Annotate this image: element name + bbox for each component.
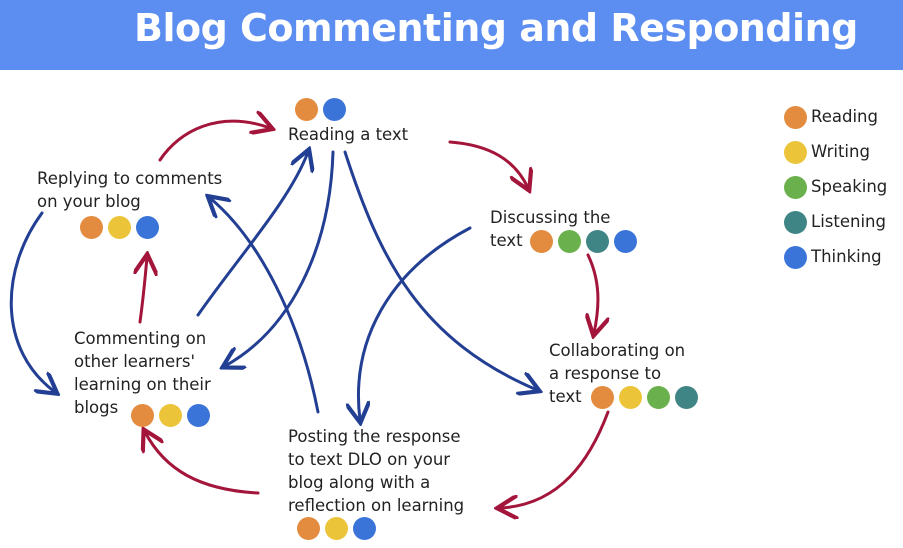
- thinking-skill-dot: [353, 517, 376, 540]
- arrow-replying-to-reading: [158, 121, 270, 162]
- title-banner: Blog Commenting and Responding: [0, 0, 903, 70]
- reading-skill-dot: [530, 230, 553, 253]
- arrow-commenting-to-replying: [140, 257, 147, 324]
- writing-skill-dot: [619, 386, 642, 409]
- listening-skill-dot: [586, 230, 609, 253]
- page-title: Blog Commenting and Responding: [134, 6, 858, 50]
- node-posting-line: Posting the response: [288, 427, 461, 446]
- node-discussing-line: text: [490, 231, 523, 250]
- skill-dots-collaborating: [591, 386, 703, 409]
- writing-skill-dot: [108, 216, 131, 239]
- thinking-skill-dot: [136, 216, 159, 239]
- legend-label-thinking: Thinking: [811, 247, 882, 266]
- legend-dot-writing: [784, 141, 807, 164]
- thinking-skill-dot: [187, 404, 210, 427]
- reading-skill-dot: [297, 517, 320, 540]
- node-replying-to-comments: Replying to comments on your blog: [37, 167, 222, 213]
- node-posting-line: blog along with a: [288, 473, 431, 492]
- reading-skill-dot: [591, 386, 614, 409]
- legend-label-writing: Writing: [811, 142, 870, 161]
- node-replying-line: on your blog: [37, 192, 141, 211]
- legend-dot-listening: [784, 211, 807, 234]
- skill-dots-discussing: [530, 230, 642, 253]
- arrow-posting-to-replying: [210, 198, 320, 414]
- node-posting-the-response: Posting the response to text DLO on your…: [288, 425, 464, 517]
- legend-label-reading: Reading: [811, 107, 878, 126]
- node-collaborating-line: Collaborating on: [549, 341, 686, 360]
- thinking-skill-dot: [614, 230, 637, 253]
- arrow-reading-to-commenting: [225, 150, 335, 366]
- reading-skill-dot: [295, 98, 318, 121]
- skill-dots-commenting: [131, 404, 215, 427]
- node-commenting-line: Commenting on: [74, 329, 207, 348]
- speaking-skill-dot: [647, 386, 670, 409]
- thinking-skill-dot: [323, 98, 346, 121]
- node-reading-line: Reading a text: [288, 125, 409, 144]
- arrow-commenting-to-reading: [196, 152, 308, 317]
- node-commenting-line: other learners': [74, 352, 196, 371]
- legend-dot-reading: [784, 106, 807, 129]
- node-collaborating-line: a response to: [549, 364, 662, 383]
- node-collaborating-line: text: [549, 387, 582, 406]
- writing-skill-dot: [159, 404, 182, 427]
- node-reading-a-text: Reading a text: [288, 123, 408, 146]
- legend-label-speaking: Speaking: [811, 177, 888, 196]
- node-commenting-line: blogs: [74, 398, 119, 417]
- node-discussing-line: Discussing the: [490, 208, 611, 227]
- node-posting-line: to text DLO on your: [288, 450, 451, 469]
- node-commenting-line: learning on their: [74, 375, 211, 394]
- writing-skill-dot: [325, 517, 348, 540]
- node-posting-line: reflection on learning: [288, 496, 465, 515]
- skill-dots-posting: [297, 517, 381, 540]
- arrow-reading-to-discussing: [448, 140, 528, 188]
- arrow-discussing-to-posting: [358, 226, 472, 420]
- arrow-posting-to-commenting: [145, 432, 260, 495]
- speaking-skill-dot: [558, 230, 581, 253]
- listening-skill-dot: [675, 386, 698, 409]
- reading-skill-dot: [80, 216, 103, 239]
- legend-label-listening: Listening: [811, 212, 886, 231]
- arrow-reading-to-collaborating: [343, 150, 537, 390]
- skill-dots-reading: [295, 98, 351, 121]
- arrow-collaborating-to-posting: [500, 410, 610, 508]
- legend-dot-thinking: [784, 246, 807, 269]
- node-replying-line: Replying to comments: [37, 169, 223, 188]
- arrow-discussing-to-collaborating: [588, 253, 598, 333]
- skill-dots-replying: [80, 216, 164, 239]
- node-commenting-on-learners: Commenting on other learners' learning o…: [74, 327, 211, 419]
- reading-skill-dot: [131, 404, 154, 427]
- node-discussing-the-text: Discussing the text: [490, 206, 610, 252]
- arrow-replying-to-commenting: [9, 211, 55, 392]
- node-collaborating-on-response: Collaborating on a response to text: [549, 339, 685, 408]
- legend-dot-speaking: [784, 176, 807, 199]
